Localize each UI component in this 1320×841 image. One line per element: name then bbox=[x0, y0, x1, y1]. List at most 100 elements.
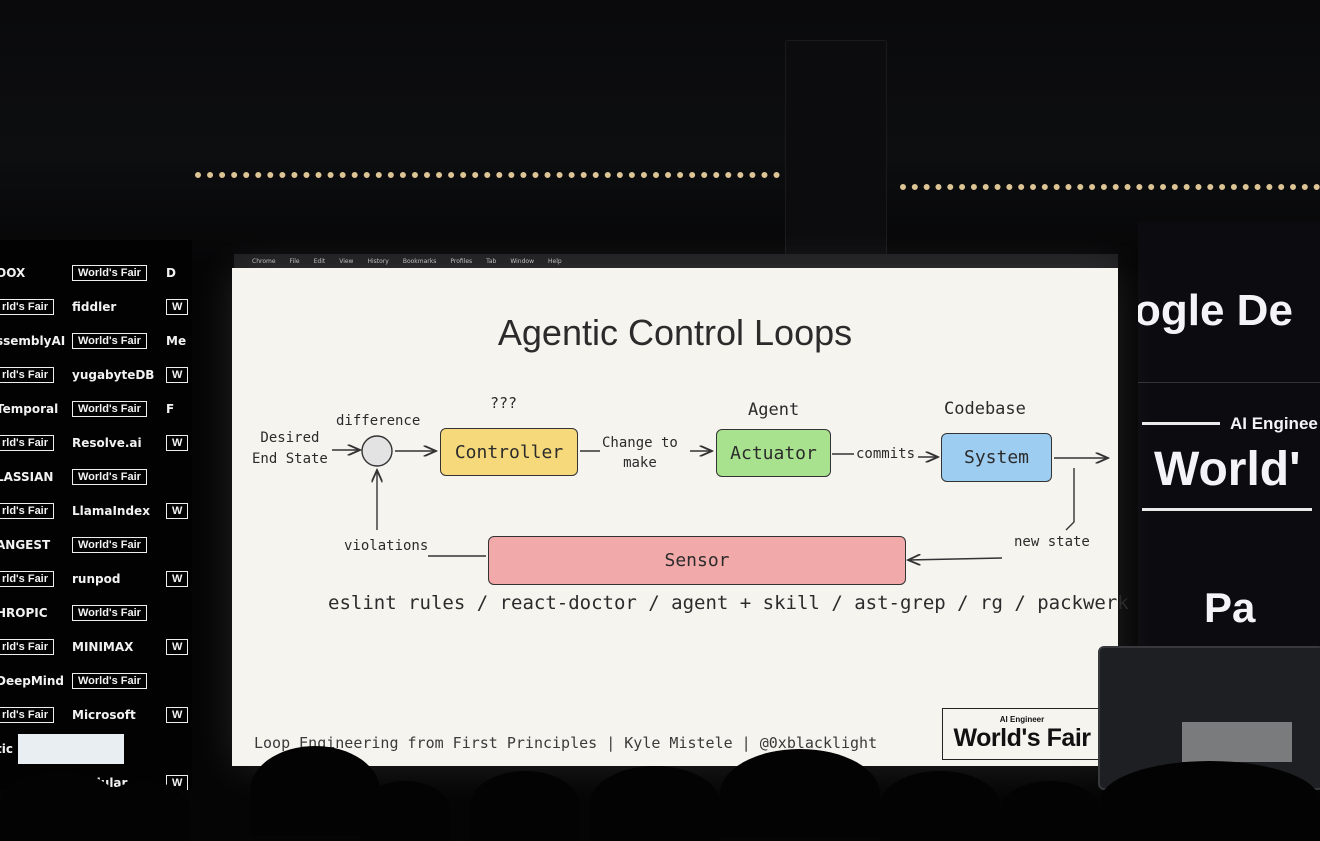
sponsor-logo: World's Fair bbox=[72, 670, 147, 692]
sponsor-logo: ANGEST bbox=[0, 534, 50, 556]
sponsor-name: Resolve.ai bbox=[72, 436, 142, 450]
menubar-item: View bbox=[339, 257, 354, 265]
system-box: System bbox=[941, 433, 1052, 482]
divider-line bbox=[1142, 422, 1220, 425]
sponsor-name: fiddler bbox=[72, 300, 117, 314]
sponsor-logo: DeepMind bbox=[0, 670, 64, 692]
sponsor-logo: W bbox=[166, 500, 189, 522]
sponsor-logo: D bbox=[166, 262, 176, 284]
tools-line: eslint rules / react-doctor / agent + sk… bbox=[328, 592, 1129, 614]
sponsor-name: W bbox=[166, 435, 189, 451]
slide-title: Agentic Control Loops bbox=[497, 312, 853, 353]
sponsor-logo: LASSIAN bbox=[0, 466, 53, 488]
laptop-screen bbox=[1182, 722, 1292, 762]
sponsor-name: LASSIAN bbox=[0, 470, 54, 484]
sponsor-name: F bbox=[166, 402, 175, 416]
sponsor-logo: rld's Fair bbox=[0, 296, 55, 318]
sponsor-logo: ssemblyAI bbox=[0, 330, 65, 352]
sponsor-logo: Resolve.ai bbox=[72, 432, 142, 454]
hanging-speaker bbox=[785, 40, 887, 262]
menubar-item: Profiles bbox=[450, 257, 473, 265]
sponsor-logo: World's Fair bbox=[72, 398, 147, 420]
logo-small-text: AI Engineer bbox=[999, 715, 1045, 724]
sponsor-name: tic bbox=[0, 742, 13, 756]
sponsor-logo: W bbox=[166, 364, 189, 386]
menubar-item: Edit bbox=[313, 257, 326, 265]
menubar-item: Tab bbox=[486, 257, 497, 265]
screen-bottom-label: Pa bbox=[1204, 584, 1256, 631]
sponsor-logo: yugabyteDB bbox=[72, 364, 154, 386]
sponsor-logo: Temporal bbox=[0, 398, 58, 420]
sponsor-logo: World's Fair bbox=[72, 466, 147, 488]
sponsor-name: Microsoft bbox=[72, 708, 136, 722]
sponsor-name: rld's Fair bbox=[0, 639, 55, 655]
menubar-item: Window bbox=[510, 257, 534, 265]
logo-big-text: World's Fair bbox=[953, 724, 1091, 752]
sponsor-name: MINIMAX bbox=[72, 640, 134, 654]
make-label: make bbox=[623, 455, 657, 471]
sponsor-logo: rld's Fair bbox=[0, 704, 55, 726]
sponsor-logo: rld's Fair bbox=[0, 636, 55, 658]
desired-label: Desired bbox=[260, 430, 320, 446]
sponsor-screen-right: ogle De AI Enginee World' Pa bbox=[1138, 222, 1320, 652]
sponsor-name: rld's Fair bbox=[0, 503, 55, 519]
controller-box: Controller bbox=[440, 428, 578, 476]
sponsor-name: W bbox=[166, 571, 189, 587]
sponsor-logo: W bbox=[166, 772, 189, 790]
sponsor-logo: tic bbox=[0, 738, 13, 760]
sponsor-logo: rld's Fair bbox=[0, 432, 55, 454]
blurred-logo bbox=[18, 734, 124, 764]
sponsor-logo: World's Fair bbox=[72, 602, 147, 624]
sponsor-logo: fiddler bbox=[72, 296, 116, 318]
desired-end-state-label: Desired End State bbox=[252, 428, 328, 470]
string-lights bbox=[900, 184, 1320, 200]
screen-big-label: World' bbox=[1154, 443, 1301, 496]
sponsor-logo: OOX bbox=[0, 262, 25, 284]
sponsor-name: W bbox=[166, 367, 189, 383]
sponsor-logo: F bbox=[166, 398, 174, 420]
sponsor-name: rld's Fair bbox=[0, 707, 55, 723]
sponsor-name: rld's Fair bbox=[0, 367, 55, 383]
menubar-item: Bookmarks bbox=[402, 257, 437, 265]
sponsor-name: ANGEST bbox=[0, 538, 51, 552]
actuator-box: Actuator bbox=[716, 429, 831, 477]
controller-note: ??? bbox=[490, 394, 518, 412]
diagram-arrows bbox=[332, 435, 1118, 766]
sponsor-name: World's Fair bbox=[72, 469, 147, 485]
sponsor-logo: rld's Fair bbox=[0, 568, 55, 590]
sponsor-logo: W bbox=[166, 296, 189, 318]
sponsor-logo: runpod bbox=[72, 568, 120, 590]
sponsor-name: yugabyteDB bbox=[72, 368, 155, 382]
sponsor-name: World's Fair bbox=[72, 605, 147, 621]
menubar-item: Help bbox=[548, 257, 562, 265]
sponsor-logo: MINIMAX bbox=[72, 636, 133, 658]
sponsor-logo: W bbox=[166, 636, 189, 658]
screen-heading: ogle De bbox=[1138, 286, 1293, 335]
audience-silhouettes bbox=[0, 741, 1320, 841]
sponsor-logo: World's Fair bbox=[72, 262, 147, 284]
sponsor-logo: HROPIC bbox=[0, 602, 48, 624]
menubar-item: Chrome bbox=[252, 257, 276, 265]
change-to-label: Change to bbox=[602, 435, 678, 451]
sponsor-logo: W bbox=[166, 704, 189, 726]
sponsor-name: World's Fair bbox=[72, 673, 147, 689]
sponsor-logo: World's Fair bbox=[72, 330, 147, 352]
sponsor-name: W bbox=[166, 707, 189, 723]
menubar-item: History bbox=[367, 257, 389, 265]
sponsor-logo: Microsoft bbox=[72, 704, 136, 726]
sponsor-name: World's Fair bbox=[72, 333, 147, 349]
difference-node bbox=[361, 435, 393, 467]
end-state-label: End State bbox=[252, 451, 328, 467]
difference-label: difference bbox=[336, 413, 421, 429]
arrow-to-sensor bbox=[908, 558, 1003, 560]
sponsor-name: W bbox=[166, 639, 189, 655]
sponsor-name: D bbox=[166, 266, 176, 280]
actuator-note: Agent bbox=[748, 400, 800, 420]
sponsor-logo: Me bbox=[166, 330, 186, 352]
change-to-make-label: Change to make bbox=[602, 433, 678, 473]
sponsor-name: World's Fair bbox=[72, 401, 147, 417]
sponsor-name: DeepMind bbox=[0, 674, 65, 688]
line-new-state bbox=[1065, 468, 1075, 531]
sponsor-logo: rld's Fair bbox=[0, 364, 55, 386]
